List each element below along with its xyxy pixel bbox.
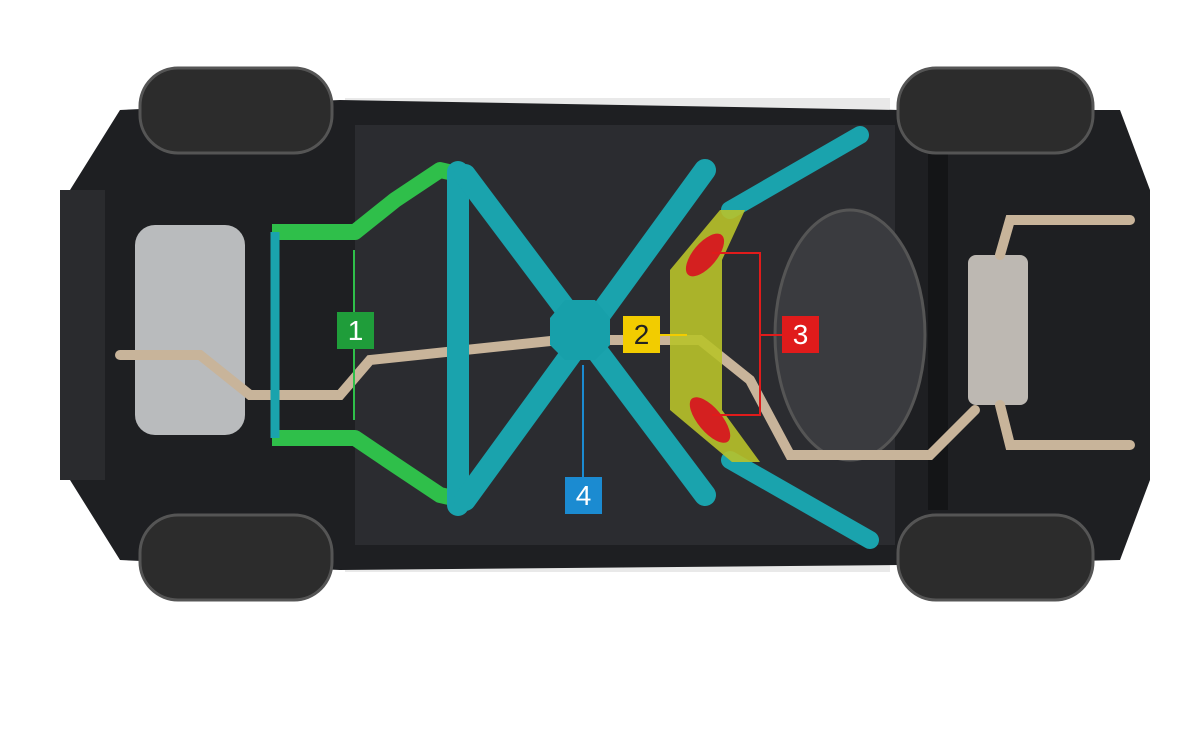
x-brace-hub bbox=[550, 300, 610, 360]
brace-pad-bottom bbox=[689, 397, 731, 443]
callout-1: 1 bbox=[337, 312, 374, 349]
muffler bbox=[968, 255, 1028, 405]
callout-3: 3 bbox=[782, 316, 819, 353]
transmission bbox=[135, 225, 245, 435]
callout-2: 2 bbox=[623, 316, 660, 353]
callout-4: 4 bbox=[565, 477, 602, 514]
tire-rear-right bbox=[896, 513, 1095, 602]
tire-front-right bbox=[138, 513, 334, 602]
tires bbox=[138, 66, 1095, 602]
tire-rear-left bbox=[896, 66, 1095, 155]
front-bumper bbox=[60, 190, 105, 480]
rear-axle bbox=[928, 150, 948, 510]
tire-front-left bbox=[138, 66, 334, 155]
callout-3-leader bbox=[712, 252, 782, 416]
brace-pad-top bbox=[685, 233, 725, 277]
